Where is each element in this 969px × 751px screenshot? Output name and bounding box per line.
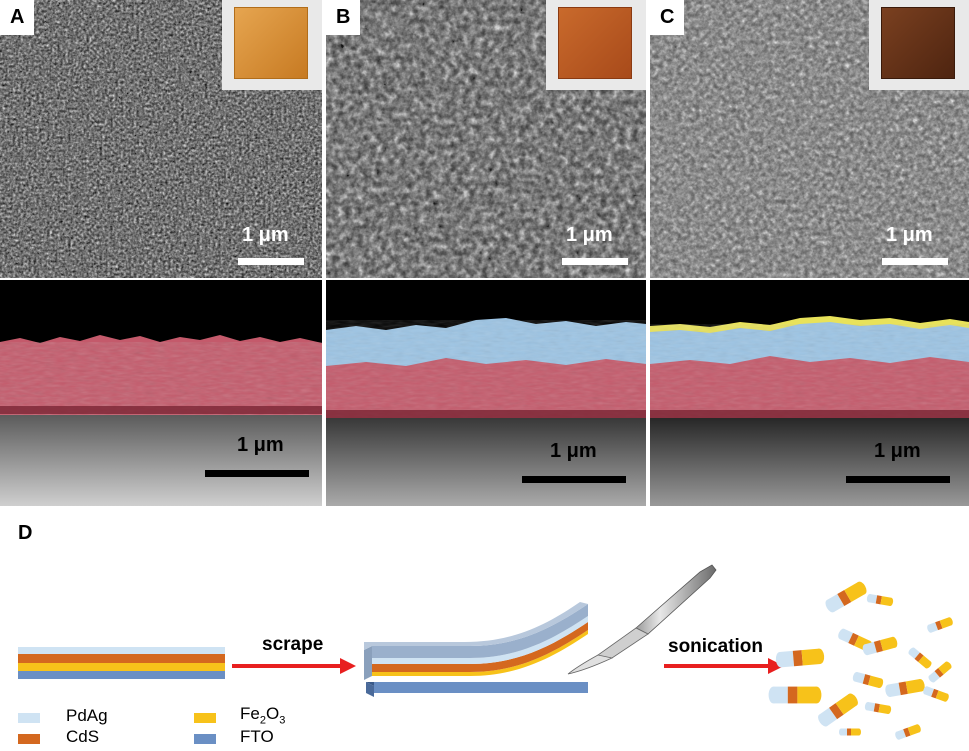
- arrow-sonication: [664, 658, 784, 674]
- inset-photo-b: [546, 0, 646, 90]
- panel-label-b: B: [326, 0, 361, 35]
- scale-line-a-top: [238, 258, 304, 265]
- panel-a-top-view: A 1 μm: [0, 0, 322, 278]
- sample-film-c: [881, 7, 955, 79]
- nanorod-fragment: [927, 617, 953, 633]
- flat-layer-stack: [18, 647, 225, 679]
- nanorod-fragment: [866, 593, 894, 607]
- legend-label-pdag: PdAg: [66, 706, 108, 725]
- legend-swatch-fe2o3: [194, 713, 216, 723]
- scale-line-b-cross: [522, 476, 626, 483]
- label-sonication: sonication: [668, 636, 764, 657]
- nanorod-fragment: [818, 693, 858, 727]
- scale-bar-a-top: 1 μm: [238, 222, 308, 267]
- legend-label-fe2o3: Fe2O3: [240, 704, 286, 727]
- nanorod-fragment: [923, 686, 949, 702]
- panel-label-d: D: [18, 522, 33, 544]
- inset-photo-c: [869, 0, 969, 90]
- scale-text-a-top: 1 μm: [242, 224, 289, 246]
- panel-b-top-view: B 1 μm: [326, 0, 646, 278]
- scalpel-icon: [567, 564, 717, 675]
- scale-text-b-cross: 1 μm: [550, 440, 597, 462]
- nanorod-fragment: [825, 581, 867, 613]
- scale-line-a-cross: [205, 470, 309, 477]
- scale-bar-c-top: 1 μm: [882, 222, 952, 267]
- nanorod-fragment: [852, 671, 884, 689]
- legend-swatch-pdag: [18, 713, 40, 723]
- legend-label-fto: FTO: [240, 727, 274, 746]
- sample-film-b: [558, 7, 632, 79]
- panel-b-cross-section: 1 μm: [326, 280, 646, 506]
- legend-label-cds: CdS: [66, 727, 100, 746]
- legend-swatch-cds: [18, 734, 40, 744]
- arrow-scrape: [232, 658, 356, 674]
- panel-label-c: C: [650, 0, 685, 35]
- sem-image-c: [650, 0, 969, 278]
- panel-label-a: A: [0, 0, 35, 35]
- nanorod-fragment: [864, 701, 892, 715]
- nanorod-fragments: [768, 581, 953, 740]
- scale-text-a-cross: 1 μm: [237, 434, 284, 456]
- label-scrape: scrape: [262, 634, 324, 655]
- nanorod-fragment: [775, 648, 825, 668]
- panel-c-cross-section: 1 μm: [650, 280, 969, 506]
- bent-layer-stack: [364, 602, 588, 697]
- scale-bar-c-cross: 1 μm: [846, 440, 956, 490]
- nanorod-fragment: [895, 724, 921, 740]
- inset-photo-a: [222, 0, 322, 90]
- sample-film-a: [234, 7, 308, 79]
- panel-d-schematic: D: [0, 510, 969, 751]
- cross-section-image-c: [650, 316, 969, 506]
- cross-section-image-b: [326, 318, 646, 506]
- scale-text-c-top: 1 μm: [886, 224, 933, 246]
- scale-line-c-cross: [846, 476, 950, 483]
- nanorod-fragment: [839, 728, 861, 736]
- nanorod-fragment: [908, 647, 932, 669]
- panel-a-cross-section: 1 μm: [0, 280, 322, 506]
- cross-section-image-a: [0, 335, 322, 506]
- scale-line-b-top: [562, 258, 628, 265]
- scale-bar-b-top: 1 μm: [562, 222, 632, 267]
- legend-swatch-fto: [194, 734, 216, 744]
- scale-bar-a-cross: 1 μm: [205, 432, 315, 482]
- nanorod-fragment: [928, 661, 952, 683]
- scale-line-c-top: [882, 258, 948, 265]
- schematic-drawing: [18, 564, 953, 740]
- nanorod-fragment: [885, 678, 925, 698]
- panel-c-top-view: C 1 μm: [650, 0, 969, 278]
- scale-bar-b-cross: 1 μm: [522, 440, 632, 490]
- nanorod-fragment: [862, 636, 898, 656]
- scale-text-b-top: 1 μm: [566, 224, 613, 246]
- scale-text-c-cross: 1 μm: [874, 440, 921, 462]
- nanorod-fragment: [768, 686, 822, 704]
